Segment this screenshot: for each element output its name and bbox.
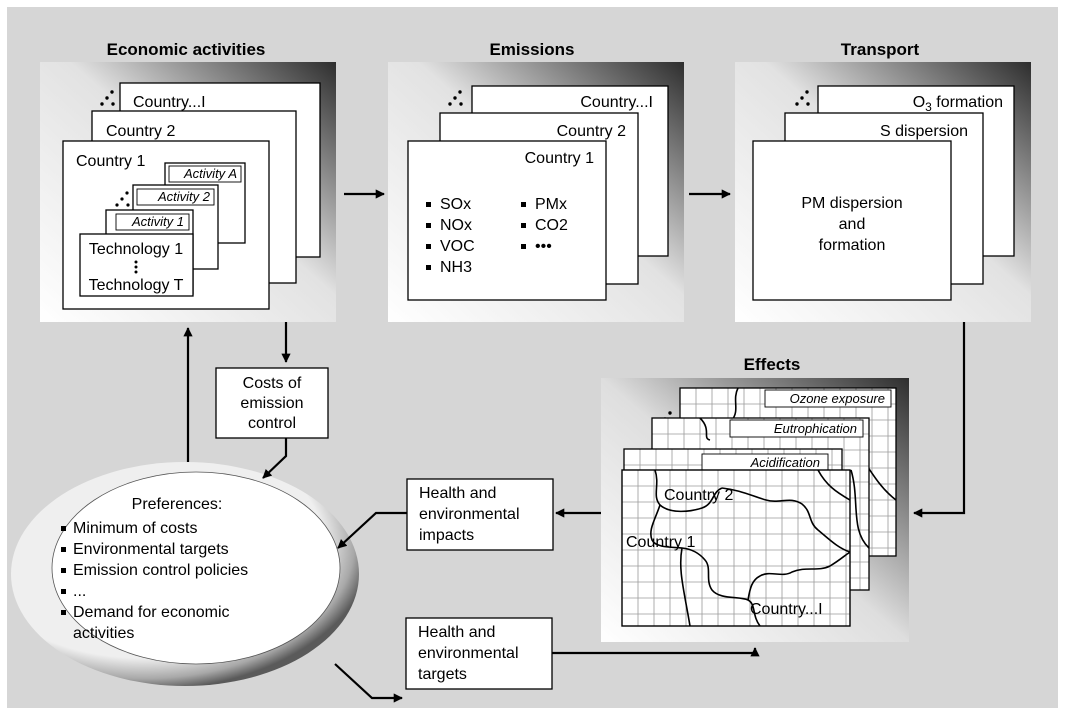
costs-box [215,367,329,439]
front-map-background [622,470,850,626]
map-country-1-label: Country 1 [626,534,695,551]
activity-2-tab [136,188,215,206]
preferences-title: Preferences: [132,496,223,513]
pm-line-2: and [839,216,866,233]
bullet-icon [61,568,66,573]
eutrophication-tab [729,419,864,438]
map-front [621,469,851,627]
technology-t-label: Technology T [89,277,184,294]
targets-line-3: targets [418,666,467,683]
activity-1-tab [115,213,190,231]
front-map-content [622,470,850,626]
costs-line-3: control [248,415,296,432]
targets-line-2: environmental [418,645,519,662]
preference-item-3: ... [73,583,86,600]
heading-effects: Effects [744,355,801,374]
impacts-line-3: impacts [419,527,474,544]
activity-a-label: Activity A [183,166,237,181]
preferences-ellipse [51,471,341,665]
o3-formation-label: O3 formation [913,94,1003,114]
targets-line-1: Health and [418,624,495,641]
bullet-icon [521,223,526,228]
emissions-ellipsis-icon [448,90,463,106]
emission-item-right-2: ••• [535,238,552,255]
activity-2-label: Activity 2 [157,189,211,204]
heading-emissions: Emissions [489,40,574,59]
map-country-i-label: Country...I [750,601,823,618]
heading-economic: Economic activities [107,40,266,59]
country-border [850,469,870,549]
emission-item-left-1: NOx [440,217,472,234]
technology-1-label: Technology 1 [89,241,183,258]
preference-item-1: Environmental targets [73,541,229,558]
country-border [654,470,723,513]
emission-item-right-0: PMx [535,196,567,213]
activity-1-label: Activity 1 [131,214,184,229]
bullet-icon [426,202,431,207]
emission-item-left-3: NH3 [440,259,472,276]
s-dispersion-label: S dispersion [880,123,968,140]
preference-item-0: Minimum of costs [73,520,197,537]
acidification-label: Acidification [750,455,820,470]
economic-country-2-label: Country 2 [106,123,175,140]
bullet-icon [521,202,526,207]
preferences-continuation: activities [73,625,134,642]
arrow-preferences-to-targets [334,663,403,703]
emission-item-left-0: SOx [440,196,471,213]
technology-ellipsis-icon [134,260,138,274]
arrow-costs-to-preferences [262,438,288,479]
ozone-label: Ozone exposure [790,391,885,406]
bullet-icon [426,244,431,249]
eutrophication-label: Eutrophication [774,421,857,436]
transport-card-pm [752,140,952,301]
emission-item-left-2: VOC [440,238,475,255]
country-border [747,551,850,601]
technology-card [79,233,194,297]
arrow-impacts-to-preferences [337,511,407,549]
transport-ellipsis-icon [795,90,810,106]
map-country-2-label: Country 2 [664,487,733,504]
pm-line-1: PM dispersion [801,195,902,212]
bullet-icon [61,547,66,552]
emissions-card-country-1 [407,140,607,301]
impacts-line-2: environmental [419,506,520,523]
activity-ellipsis-icon [115,191,130,207]
impacts-line-1: Health and [419,485,496,502]
bullet-icon [61,589,66,594]
bullet-icon [521,244,526,249]
country-border [679,547,691,626]
impacts-box [406,478,554,551]
ozone-tab [764,389,892,408]
bullet-icon [426,223,431,228]
emissions-country-1-label: Country 1 [525,150,594,167]
arrow-transport-to-effects [913,322,966,518]
emissions-country-i-label: Country...I [580,94,653,111]
costs-line-2: emission [240,395,303,412]
country-border [699,417,711,441]
arrow-targets-to-effects [552,647,760,657]
pm-line-3: formation [819,237,886,254]
bullet-icon [61,526,66,531]
economic-country-i-label: Country...I [133,94,206,111]
country-border [817,470,850,501]
targets-box [405,617,553,690]
bullet-icon [61,610,66,615]
emission-item-right-1: CO2 [535,217,568,234]
economic-country-1-label: Country 1 [76,153,145,170]
heading-transport: Transport [841,40,920,59]
preference-item-2: Emission control policies [73,562,248,579]
front-map-frame [621,469,851,627]
country-border [721,487,850,553]
costs-line-1: Costs of [243,375,302,392]
emissions-country-2-label: Country 2 [557,123,626,140]
activity-a-tab [168,165,242,183]
economic-ellipsis-icon [100,90,115,106]
preference-item-4: Demand for economic [73,604,230,621]
bullet-icon [426,265,431,270]
